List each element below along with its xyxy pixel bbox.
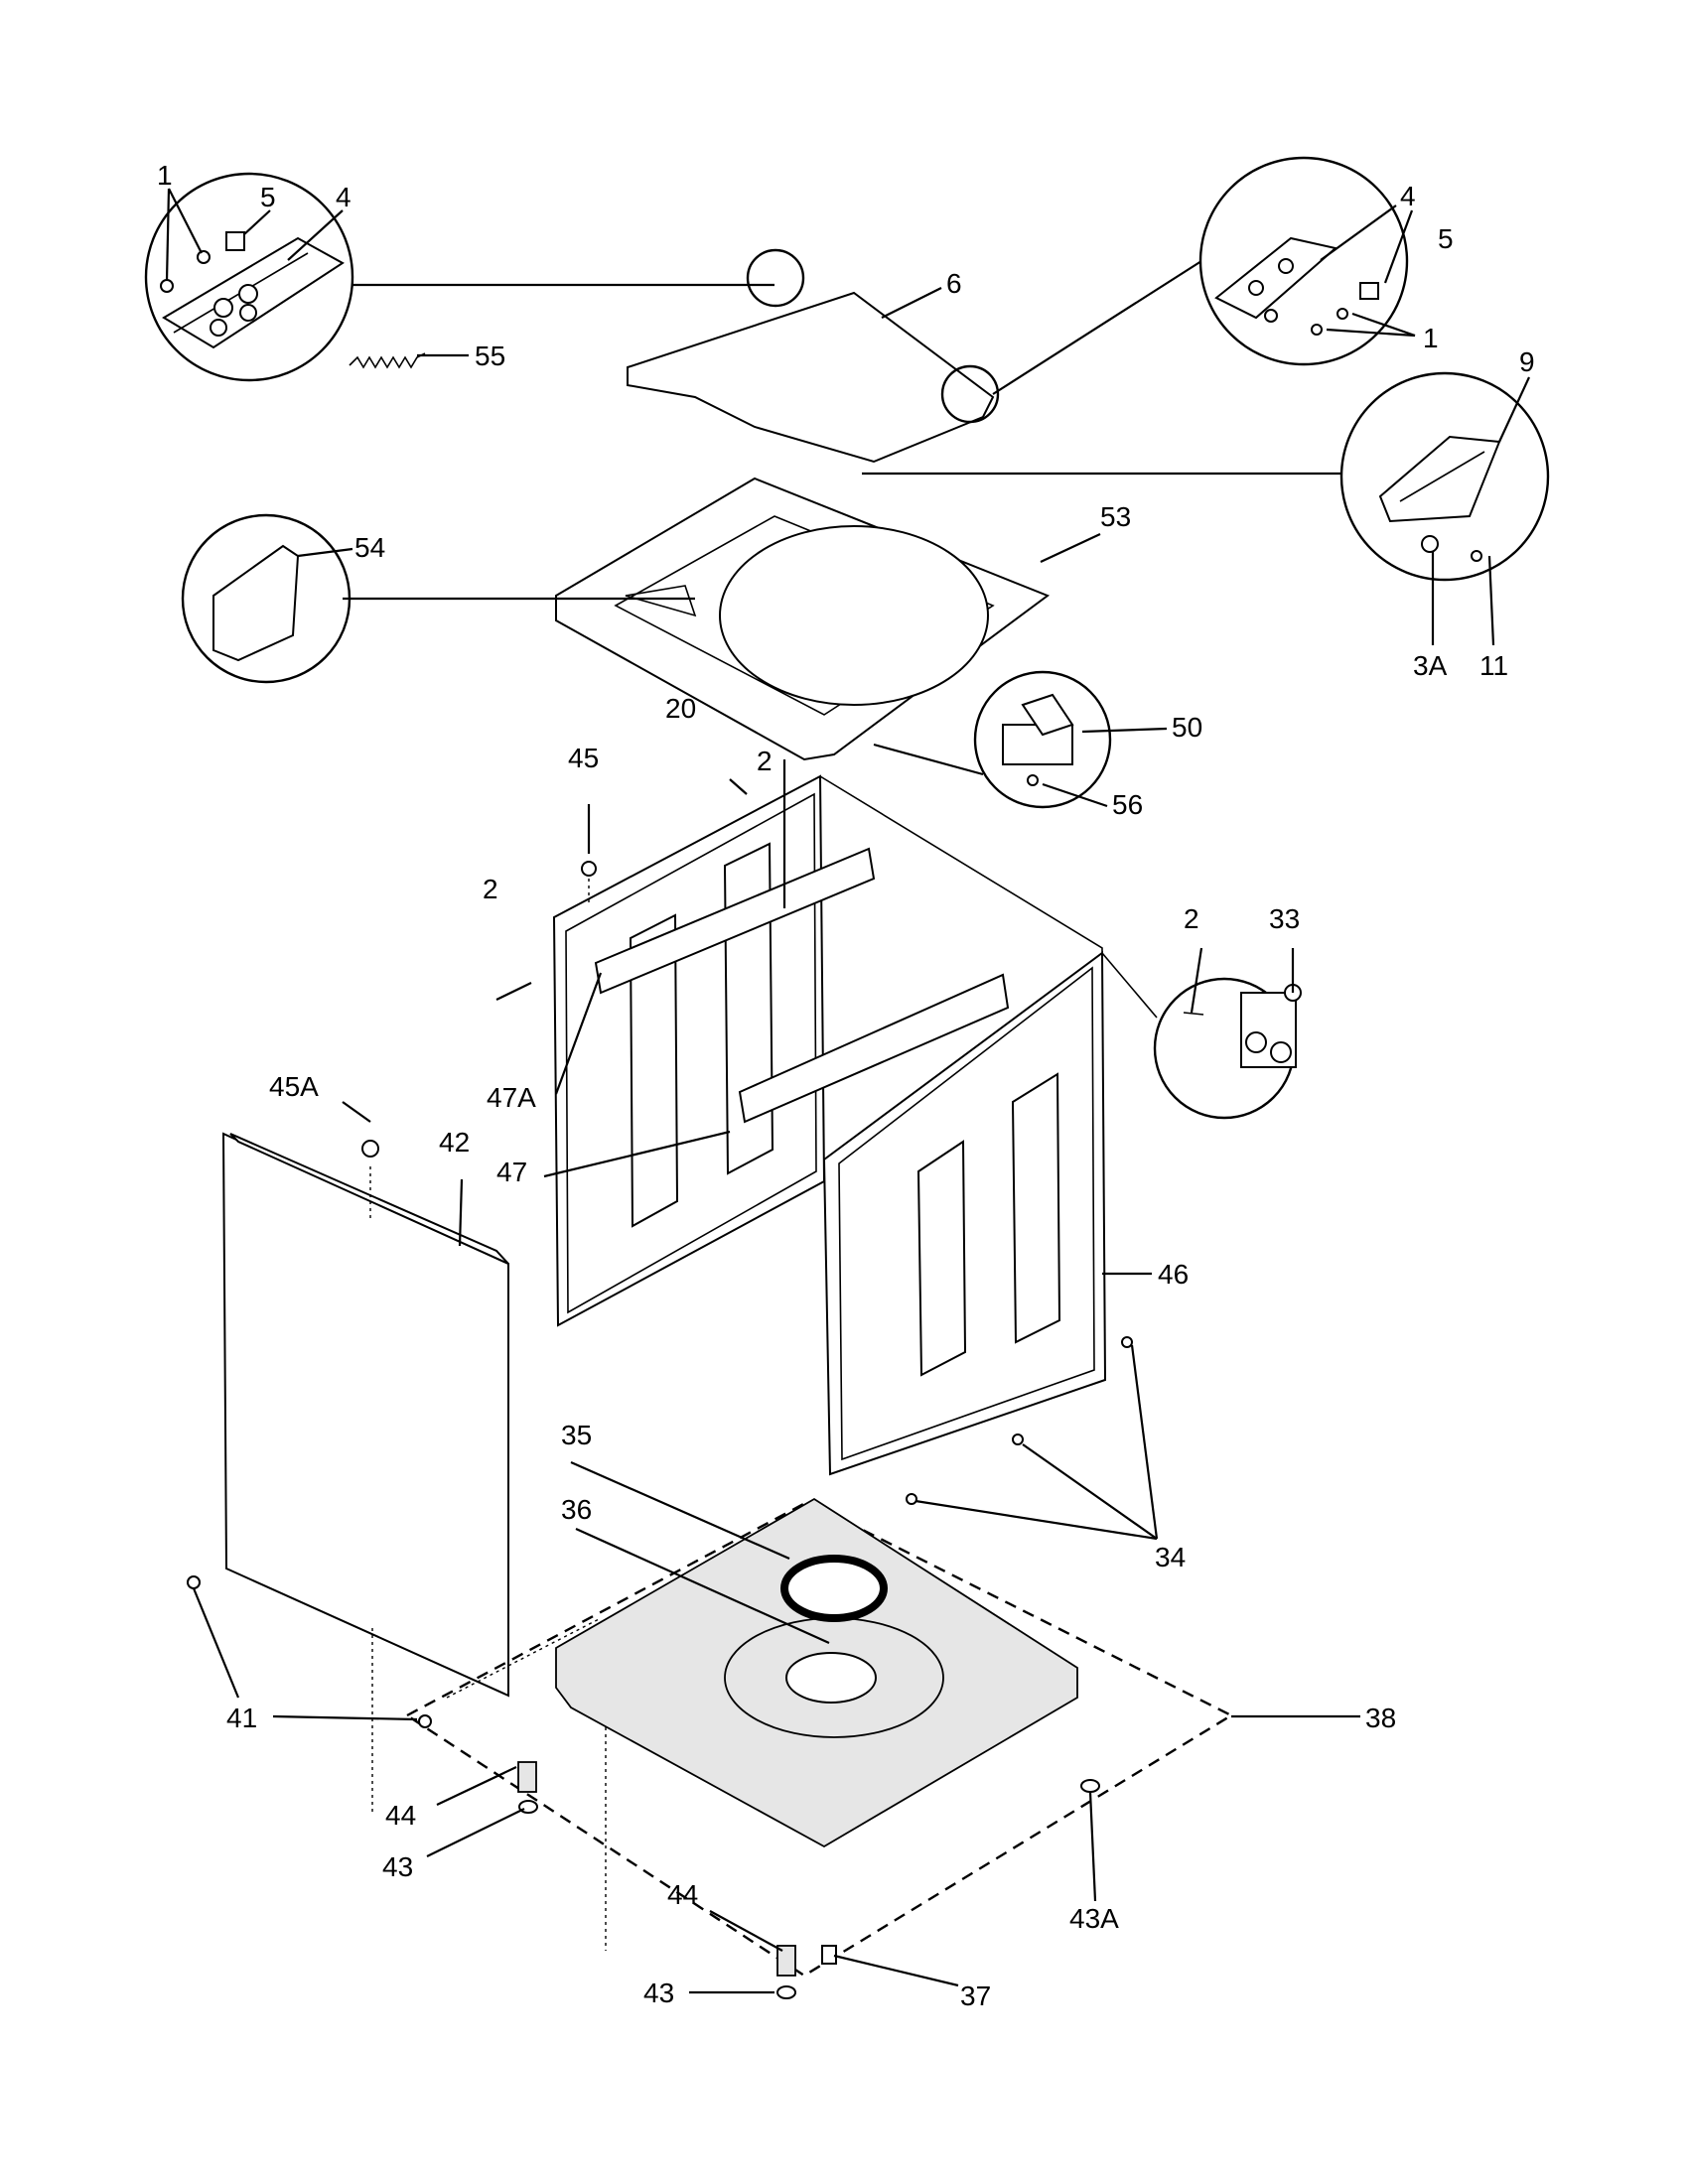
callout-labels: 1 5 4 55 6 4 5 1 9 3A 11 54 53 20 2 45 5…: [157, 160, 1535, 2011]
lid: [627, 248, 1000, 464]
callout-50: 50: [1172, 712, 1202, 743]
screws-34: [906, 1336, 1159, 1541]
callout-53: 53: [1100, 501, 1131, 532]
callout-1: 1: [157, 160, 173, 191]
callout-44-bottom: 44: [667, 1879, 698, 1910]
callout-4-right: 4: [1400, 181, 1416, 211]
callout-55: 55: [475, 341, 505, 371]
screws-41: [187, 1575, 602, 1728]
callout-3a: 3A: [1413, 650, 1448, 681]
callout-54: 54: [354, 532, 385, 563]
leader-lid-right: [992, 260, 1202, 395]
callout-33: 33: [1269, 903, 1300, 934]
callout-41: 41: [226, 1703, 257, 1733]
cabinet-frame: [495, 759, 1103, 1327]
detail-54: [181, 513, 695, 684]
front-panel: [221, 1101, 509, 1698]
callout-56: 56: [1112, 789, 1143, 820]
base: [404, 1460, 1360, 1978]
callout-45: 45: [568, 743, 599, 773]
top-panel: [555, 477, 1101, 761]
callout-46: 46: [1158, 1259, 1189, 1290]
callout-11: 11: [1479, 650, 1508, 681]
leader-47: [543, 1130, 731, 1178]
callout-20: 20: [665, 693, 696, 724]
callout-47: 47: [496, 1157, 527, 1187]
callout-6: 6: [946, 268, 962, 299]
callout-43-left: 43: [382, 1851, 413, 1882]
callout-43-bottom: 43: [643, 1978, 674, 2008]
callout-2-right: 2: [1184, 903, 1199, 934]
side-panel: [822, 951, 1152, 1476]
feet: [371, 1628, 1100, 1999]
callout-38: 38: [1365, 1703, 1396, 1733]
callout-44-left: 44: [385, 1800, 416, 1831]
hinge-detail-right: [1198, 156, 1416, 366]
callout-5-right: 5: [1438, 223, 1454, 254]
hinge-pin-detail: [1339, 371, 1550, 646]
callout-4: 4: [336, 182, 352, 212]
callout-36: 36: [561, 1494, 592, 1525]
valve-detail: [1101, 947, 1302, 1120]
callout-42: 42: [439, 1127, 470, 1158]
callout-34: 34: [1155, 1542, 1186, 1572]
callout-2-top: 2: [757, 746, 773, 776]
callout-37: 37: [960, 1980, 991, 2011]
callout-45a: 45A: [269, 1071, 319, 1102]
callout-43a: 43A: [1069, 1903, 1119, 1934]
spring-55: [349, 352, 469, 369]
callout-9: 9: [1519, 346, 1535, 377]
hinge-detail-left: [144, 172, 774, 382]
callout-47a: 47A: [487, 1082, 536, 1113]
leader-47a: [554, 972, 603, 1095]
callout-2-left: 2: [483, 874, 498, 904]
callout-5: 5: [260, 182, 276, 212]
callout-1-right: 1: [1423, 323, 1439, 353]
switch-detail: [873, 670, 1168, 809]
callout-35: 35: [561, 1420, 592, 1450]
